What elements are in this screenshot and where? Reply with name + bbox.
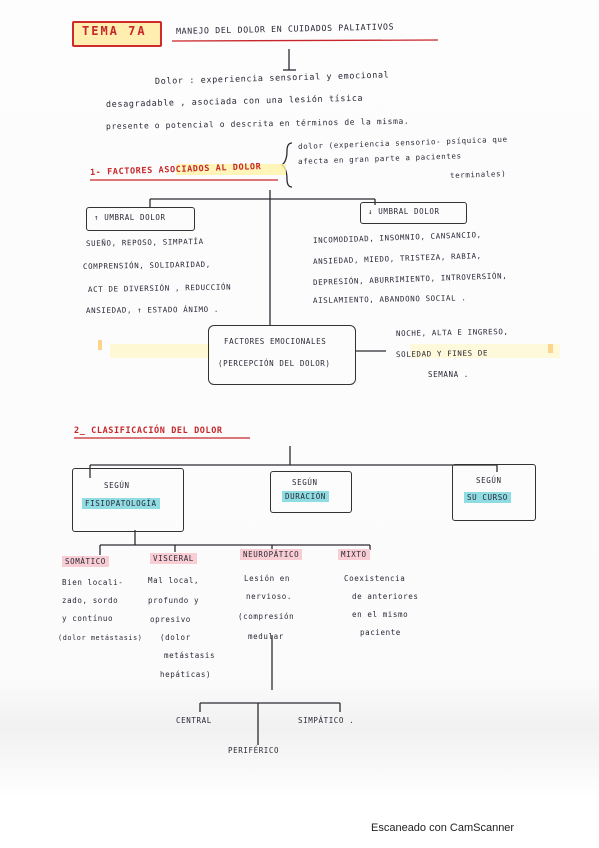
branch-fisiopatologia-box — [72, 468, 184, 532]
branch-curso-label: SU CURSO — [464, 492, 511, 503]
neuro-central: CENTRAL — [176, 716, 212, 725]
branch-duracion-box — [270, 471, 352, 513]
neuro-simpatico: SIMPÁTICO . — [298, 716, 355, 725]
branch-duracion-top: SEGÚN — [292, 478, 318, 487]
emotional-factors-line-1: FACTORES EMOCIONALES — [224, 337, 327, 346]
type-somatico-desc-2: zado, sordo — [62, 596, 119, 605]
type-mixto-desc-2: de anteriores — [352, 592, 419, 601]
down-threshold-box — [360, 202, 467, 224]
type-neuropatico-label: NEUROPÁTICO — [240, 549, 303, 560]
type-neuropatico-desc-2: nervioso. — [246, 592, 293, 601]
type-neuropatico-desc-1: Lesión en — [244, 574, 291, 583]
down-threshold-label: ↓ UMBRAL DOLOR — [368, 207, 440, 216]
emotional-note-2: SOLEDAD Y FINES DE — [395, 348, 489, 359]
type-visceral-label: VISCERAL — [150, 553, 197, 564]
type-visceral-desc-1: Mal local, — [148, 576, 200, 585]
branch-fisiopatologia-label: FISIOPATOLOGÍA — [82, 498, 160, 509]
emotional-note-3: SEMANA . — [428, 370, 469, 379]
branch-duracion-label: DURACIÓN — [282, 491, 329, 502]
type-mixto-desc-3: en el mismo — [352, 610, 409, 619]
type-mixto-desc-4: paciente — [360, 628, 401, 637]
tema-box — [72, 21, 162, 47]
type-visceral-desc-6: hepáticas) — [160, 670, 212, 679]
up-item-4: ANSIEDAD, ↑ ESTADO ÁNIMO . — [85, 304, 220, 315]
type-visceral-desc-3: opresivo — [150, 615, 191, 624]
section2-title: 2_ CLASIFICACIÓN DEL DOLOR — [74, 426, 223, 436]
tema-label: TEMA 7A — [82, 24, 147, 38]
type-mixto-label: MIXTO — [338, 549, 370, 560]
emotional-factors-box — [208, 325, 356, 385]
type-somatico-desc-3: y contínuo — [62, 614, 114, 623]
camscanner-watermark: Escaneado con CamScanner — [371, 822, 515, 834]
type-neuropatico-desc-4: medular — [248, 632, 284, 641]
emotional-factors-line-2: (PERCEPCIÓN DEL DOLOR) — [218, 359, 331, 368]
type-neuropatico-desc-3: (compresión — [238, 612, 295, 621]
type-somatico-label: SOMÁTICO — [62, 556, 109, 567]
neuro-periferico: PERIFÉRICO — [228, 746, 280, 755]
type-mixto-desc-1: Coexistencia — [344, 574, 406, 583]
type-somatico-desc-4: (dolor metástasis) — [58, 634, 143, 642]
up-threshold-box — [86, 207, 195, 231]
up-threshold-label: ↑ UMBRAL DOLOR — [94, 213, 166, 222]
type-somatico-desc-1: Bien locali- — [62, 578, 124, 587]
type-visceral-desc-5: metástasis — [164, 651, 216, 660]
branch-curso-top: SEGÚN — [476, 476, 502, 485]
type-visceral-desc-4: (dolor — [160, 633, 191, 642]
branch-fisiopatologia-top: SEGÚN — [104, 481, 130, 490]
branch-curso-box — [452, 464, 536, 521]
type-visceral-desc-2: profundo y — [148, 596, 200, 605]
